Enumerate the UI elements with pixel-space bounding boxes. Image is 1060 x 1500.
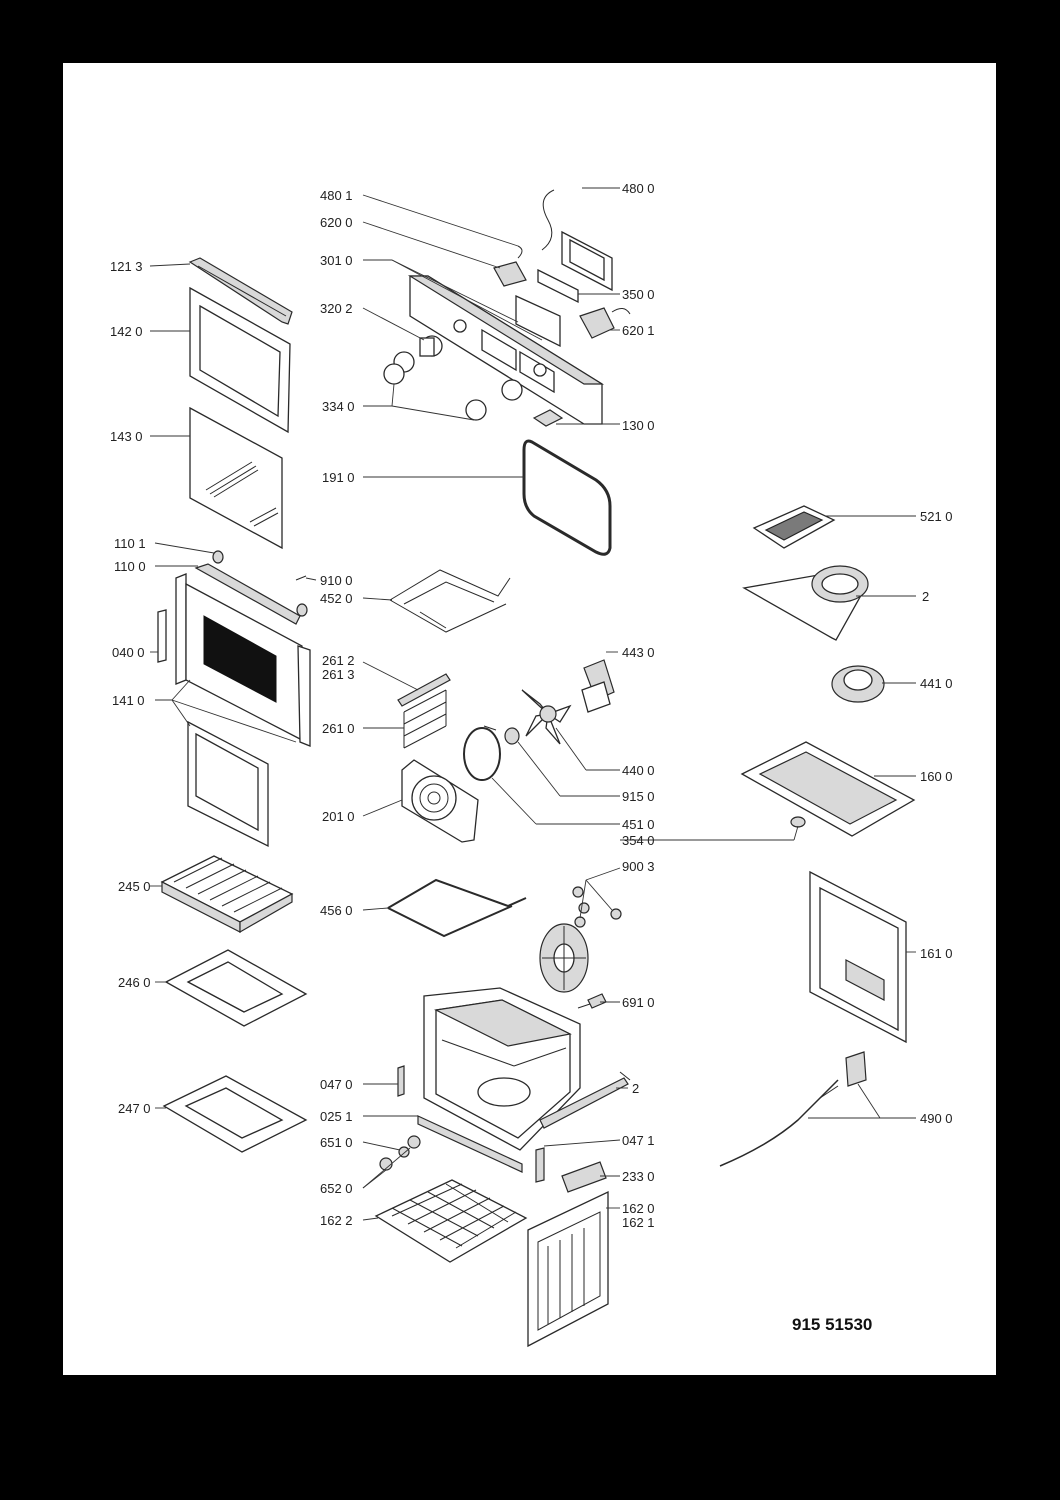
callout-label: 245 0 <box>118 879 151 894</box>
control-knobs-part <box>383 335 523 421</box>
callout-label: 910 0 <box>320 573 353 588</box>
panel-clip-part <box>532 409 564 427</box>
callout-label: 652 0 <box>320 1181 353 1196</box>
callout-label: 915 0 <box>622 789 655 804</box>
callout-label: 480 1 <box>320 188 353 203</box>
callout-label: 247 0 <box>118 1101 151 1116</box>
callout-label: 480 0 <box>622 181 655 196</box>
callout-label: 440 0 <box>622 763 655 778</box>
door-seal-part <box>522 439 612 556</box>
callout-label: 2 <box>922 589 929 604</box>
callout-label: 233 0 <box>622 1169 655 1184</box>
lower-heating-element-part <box>387 878 527 938</box>
callout-label: 350 0 <box>622 287 655 302</box>
callout-label: 261 3 <box>322 667 355 682</box>
callout-label: 141 0 <box>112 693 145 708</box>
callout-label: 521 0 <box>920 509 953 524</box>
oven-lamp-part <box>577 993 607 1009</box>
fan-blade-part <box>521 689 572 745</box>
callout-label: 162 2 <box>320 1213 353 1228</box>
callout-label: 334 0 <box>322 399 355 414</box>
callout-label: 456 0 <box>320 903 353 918</box>
callout-labels: 480 1 480 0 620 0 121 3 301 0 350 0 142 … <box>110 181 953 1230</box>
circular-heating-element-part <box>463 725 501 781</box>
callout-label: 441 0 <box>920 676 953 691</box>
callout-label: 620 1 <box>622 323 655 338</box>
callout-label: 121 3 <box>110 259 143 274</box>
side-wall-part <box>527 1190 609 1348</box>
door-frame-part <box>157 573 311 848</box>
fan-cover-panel-part <box>401 759 479 843</box>
top-cover-part <box>740 741 916 837</box>
callout-label: 130 0 <box>622 418 655 433</box>
deep-baking-pan-part <box>164 949 308 1027</box>
door-inner-glass-part <box>189 406 283 550</box>
rear-fan-grille-part <box>539 923 589 993</box>
callout-label: 161 0 <box>920 946 953 961</box>
callout-label: 452 0 <box>320 591 353 606</box>
side-rails-part <box>397 673 451 749</box>
callout-label: 142 0 <box>110 324 143 339</box>
callout-label: 040 0 <box>112 645 145 660</box>
callout-label: 110 1 <box>114 536 146 551</box>
fan-nut-part <box>504 727 520 745</box>
leader-lines <box>149 187 916 1221</box>
callout-label: 261 0 <box>322 721 355 736</box>
callout-label: 025 1 <box>320 1109 353 1124</box>
cavity-small-parts <box>397 1065 631 1183</box>
callout-label: 451 0 <box>622 817 655 832</box>
cooling-motor-bracket-part <box>752 505 836 549</box>
cooling-fan-part <box>831 665 885 703</box>
switch-assembly-part <box>493 189 631 348</box>
callout-label: 110 0 <box>114 559 146 574</box>
callout-label: 201 0 <box>322 809 355 824</box>
hinge-parts <box>379 1135 421 1171</box>
wire-shelf-part <box>374 1179 528 1263</box>
callout-label: 443 0 <box>622 645 655 660</box>
callout-label: 2 <box>632 1081 639 1096</box>
callout-label: 162 0 <box>622 1201 655 1216</box>
callout-label: 047 1 <box>622 1133 655 1148</box>
callout-label: 143 0 <box>110 429 143 444</box>
top-grill-element-part <box>295 569 511 633</box>
grill-rack-part <box>160 855 294 934</box>
cooling-fan-housing-part <box>742 565 869 641</box>
callout-label: 047 0 <box>320 1077 353 1092</box>
callout-label: 354 0 <box>622 833 655 848</box>
callout-label: 301 0 <box>320 253 353 268</box>
callout-label: 162 1 <box>622 1215 655 1230</box>
model-code: 915 51530 <box>792 1315 872 1334</box>
callout-label: 691 0 <box>622 995 655 1010</box>
callout-label: 490 0 <box>920 1111 953 1126</box>
drawing-sheet <box>63 63 996 1375</box>
callout-label: 900 3 <box>622 859 655 874</box>
callout-label: 246 0 <box>118 975 151 990</box>
shallow-baking-pan-part <box>162 1075 308 1153</box>
control-panel-part <box>407 275 605 425</box>
door-outer-glass-part <box>189 286 291 434</box>
callout-label: 261 2 <box>322 653 355 668</box>
callout-label: 320 2 <box>320 301 353 316</box>
callout-label: 191 0 <box>322 470 355 485</box>
callout-label: 651 0 <box>320 1135 353 1150</box>
fan-motor-part <box>581 659 615 713</box>
door-hinge-part <box>561 1161 607 1193</box>
callout-label: 160 0 <box>920 769 953 784</box>
back-panel-part <box>809 870 907 1044</box>
hinge-bush-part <box>194 550 308 625</box>
door-top-profile-part <box>188 257 293 325</box>
mains-cable-part <box>719 1051 867 1167</box>
oven-cavity-part <box>423 987 581 1151</box>
callout-label: 620 0 <box>320 215 353 230</box>
